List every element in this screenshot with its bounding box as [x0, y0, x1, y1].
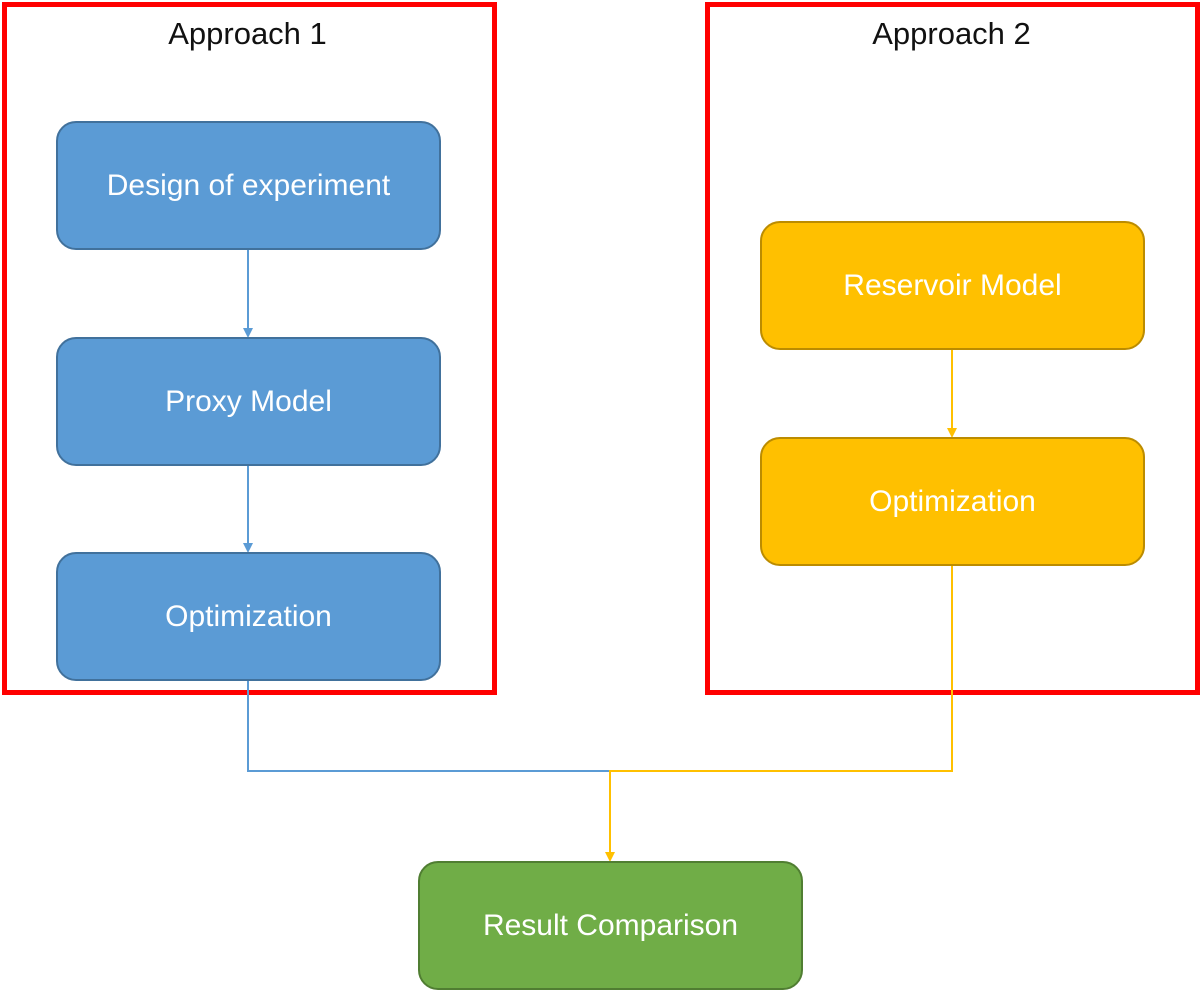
design-of-experiment-node: Design of experiment	[56, 121, 441, 250]
optimization-node-approach-1: Optimization	[56, 552, 441, 681]
approach-2-title: Approach 2	[872, 16, 1031, 51]
connector-opt1-to-result	[247, 681, 611, 860]
design-of-experiment-label: Design of experiment	[106, 168, 391, 202]
optimization-node-approach-2: Optimization	[760, 437, 1145, 566]
reservoir-model-node: Reservoir Model	[760, 221, 1145, 350]
reservoir-model-label: Reservoir Model	[843, 268, 1062, 302]
result-comparison-label: Result Comparison	[482, 908, 739, 942]
proxy-model-label: Proxy Model	[165, 384, 332, 418]
result-comparison-node: Result Comparison	[418, 861, 803, 990]
optimization-label-approach-2: Optimization	[869, 484, 1036, 518]
approach-1-title: Approach 1	[168, 16, 327, 51]
proxy-model-node: Proxy Model	[56, 337, 441, 466]
optimization-label-approach-1: Optimization	[165, 599, 332, 633]
